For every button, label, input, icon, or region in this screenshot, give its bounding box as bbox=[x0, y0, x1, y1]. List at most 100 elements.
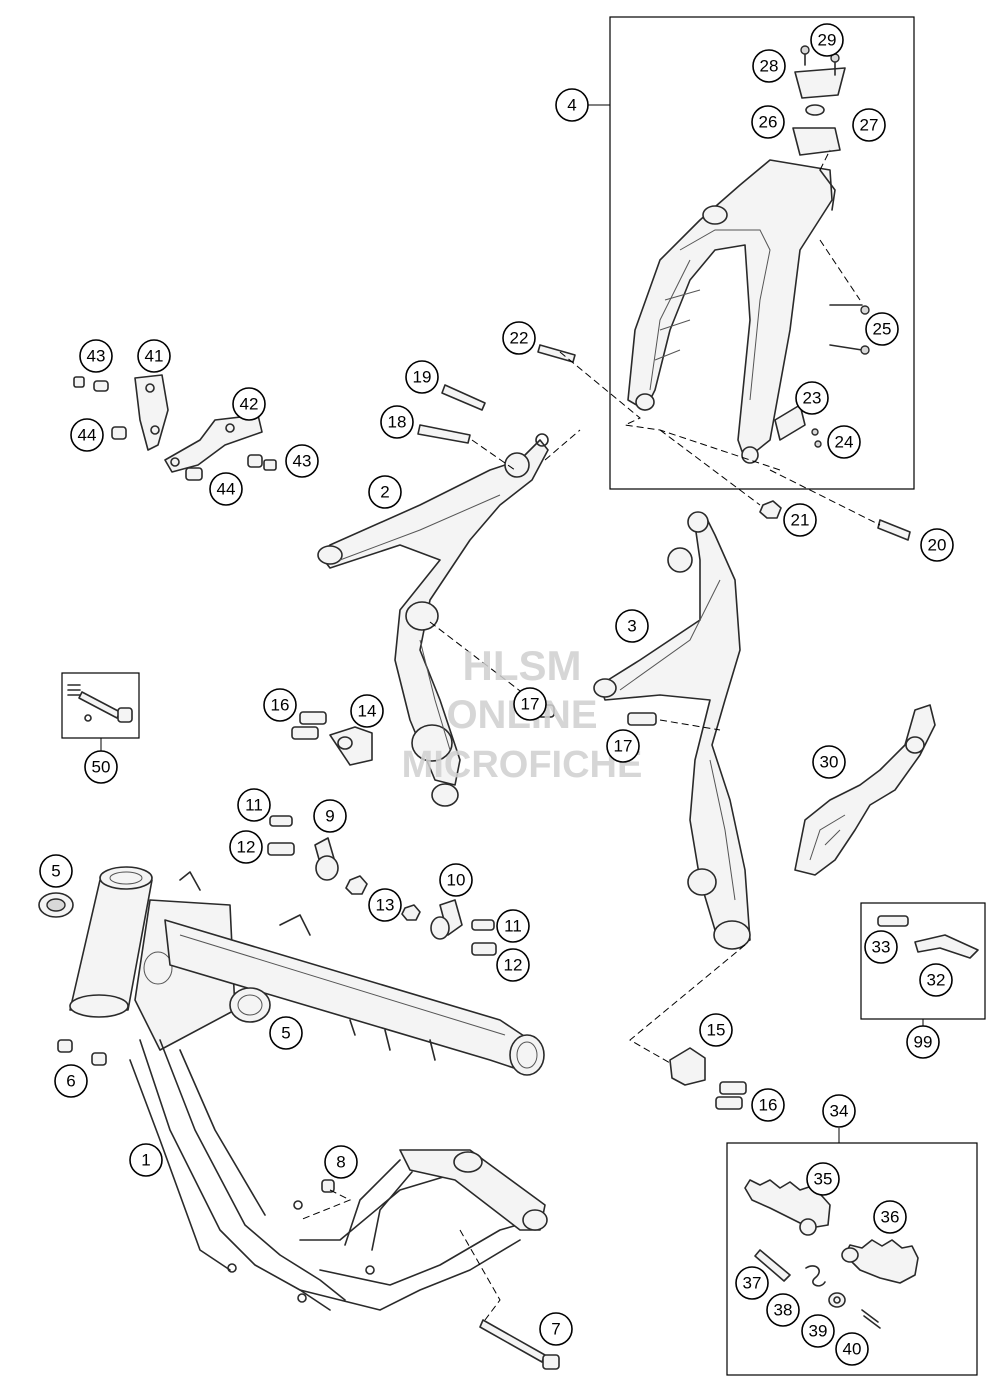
callout-circle bbox=[735, 1266, 769, 1300]
callout-16b: 16 bbox=[751, 1088, 785, 1122]
callout-22: 22 bbox=[502, 321, 536, 355]
callout-4: 4 bbox=[555, 88, 589, 122]
callout-number: 2 bbox=[380, 483, 389, 502]
callout-40: 40 bbox=[835, 1332, 869, 1366]
callout-circle bbox=[919, 963, 953, 997]
callout-36: 36 bbox=[873, 1200, 907, 1234]
callout-circle bbox=[513, 687, 547, 721]
callout-circle bbox=[864, 930, 898, 964]
callout-number: 43 bbox=[87, 347, 106, 366]
nut-13-part bbox=[345, 875, 421, 921]
callout-circle bbox=[766, 1293, 800, 1327]
callout-9: 9 bbox=[313, 799, 347, 833]
callout-circle bbox=[699, 1013, 733, 1047]
cotter-pin-40-part bbox=[861, 1309, 881, 1329]
callout-number: 25 bbox=[873, 320, 892, 339]
callout-35: 35 bbox=[806, 1162, 840, 1196]
callout-circle bbox=[873, 1200, 907, 1234]
callout-circle bbox=[827, 425, 861, 459]
callout-44b: 44 bbox=[209, 472, 243, 506]
footrest-36-part bbox=[841, 1239, 919, 1284]
callout-5b: 5 bbox=[269, 1016, 303, 1050]
callout-number: 12 bbox=[504, 956, 523, 975]
callout-15: 15 bbox=[699, 1013, 733, 1047]
bracket-15-part bbox=[669, 1047, 706, 1086]
callout-number: 36 bbox=[881, 1208, 900, 1227]
callout-32: 32 bbox=[919, 963, 953, 997]
callout-circle bbox=[806, 1162, 840, 1196]
callout-circle bbox=[906, 1025, 940, 1059]
callout-25: 25 bbox=[865, 312, 899, 346]
callout-33: 33 bbox=[864, 930, 898, 964]
callout-number: 13 bbox=[376, 896, 395, 915]
watermark-line-3: MICROFICHE bbox=[402, 744, 643, 786]
kit-99-parts bbox=[877, 915, 979, 959]
callout-number: 17 bbox=[521, 695, 540, 714]
callout-circle bbox=[368, 475, 402, 509]
callout-circle bbox=[79, 339, 113, 373]
bracket-14-part bbox=[329, 726, 373, 766]
callout-circle bbox=[84, 750, 118, 784]
callout-number: 26 bbox=[759, 113, 778, 132]
callout-circle bbox=[313, 799, 347, 833]
callout-1: 1 bbox=[129, 1143, 163, 1177]
callout-26: 26 bbox=[751, 105, 785, 139]
right-frame-rail-part bbox=[593, 511, 751, 950]
callout-circle bbox=[285, 444, 319, 478]
callout-number: 1 bbox=[141, 1151, 150, 1170]
callout-number: 99 bbox=[914, 1033, 933, 1052]
callout-number: 28 bbox=[760, 57, 779, 76]
callout-29: 29 bbox=[810, 23, 844, 57]
bolts-16-part bbox=[291, 711, 747, 1110]
callout-number: 7 bbox=[551, 1320, 560, 1339]
callout-number: 11 bbox=[504, 917, 522, 936]
callout-circle bbox=[496, 909, 530, 943]
callout-10: 10 bbox=[439, 863, 473, 897]
bracket-41-part bbox=[134, 374, 169, 451]
callout-3: 3 bbox=[615, 609, 649, 643]
callout-circle bbox=[54, 1064, 88, 1098]
callout-number: 4 bbox=[567, 96, 576, 115]
callout-number: 30 bbox=[820, 753, 839, 772]
callout-42: 42 bbox=[232, 387, 266, 421]
callout-50: 50 bbox=[84, 750, 118, 784]
callout-17b: 17 bbox=[606, 729, 640, 763]
callout-18: 18 bbox=[380, 405, 414, 439]
callout-41: 41 bbox=[137, 339, 171, 373]
washer-39-part bbox=[828, 1292, 846, 1308]
subframe-part bbox=[627, 45, 870, 464]
callout-circle bbox=[751, 105, 785, 139]
callout-circle bbox=[39, 854, 73, 888]
bracket-9-part bbox=[314, 837, 339, 881]
callout-37: 37 bbox=[735, 1266, 769, 1300]
callout-38: 38 bbox=[766, 1293, 800, 1327]
callout-circle bbox=[615, 609, 649, 643]
callout-circle bbox=[324, 1145, 358, 1179]
callout-circle bbox=[920, 528, 954, 562]
callout-number: 38 bbox=[774, 1301, 793, 1320]
callout-number: 16 bbox=[759, 1096, 778, 1115]
callout-number: 22 bbox=[510, 329, 529, 348]
callout-number: 8 bbox=[336, 1153, 345, 1172]
callout-number: 43 bbox=[293, 452, 312, 471]
callout-circle bbox=[70, 418, 104, 452]
cap-part bbox=[38, 892, 74, 918]
callout-number: 33 bbox=[872, 938, 891, 957]
callout-circle bbox=[835, 1332, 869, 1366]
callout-16a: 16 bbox=[263, 688, 297, 722]
callout-circle bbox=[263, 688, 297, 722]
callout-circle bbox=[439, 863, 473, 897]
callout-number: 42 bbox=[240, 395, 259, 414]
callout-circle bbox=[269, 1016, 303, 1050]
callout-28: 28 bbox=[752, 49, 786, 83]
callout-number: 44 bbox=[217, 480, 236, 499]
bolts-11-12-left-part bbox=[267, 815, 295, 856]
callout-circle bbox=[368, 888, 402, 922]
callout-circle bbox=[237, 788, 271, 822]
callout-39: 39 bbox=[801, 1314, 835, 1348]
chain-guide-part bbox=[794, 704, 936, 876]
callout-number: 15 bbox=[707, 1021, 726, 1040]
callout-circle bbox=[801, 1314, 835, 1348]
subframe-group-box bbox=[609, 16, 915, 490]
callout-2: 2 bbox=[368, 475, 402, 509]
